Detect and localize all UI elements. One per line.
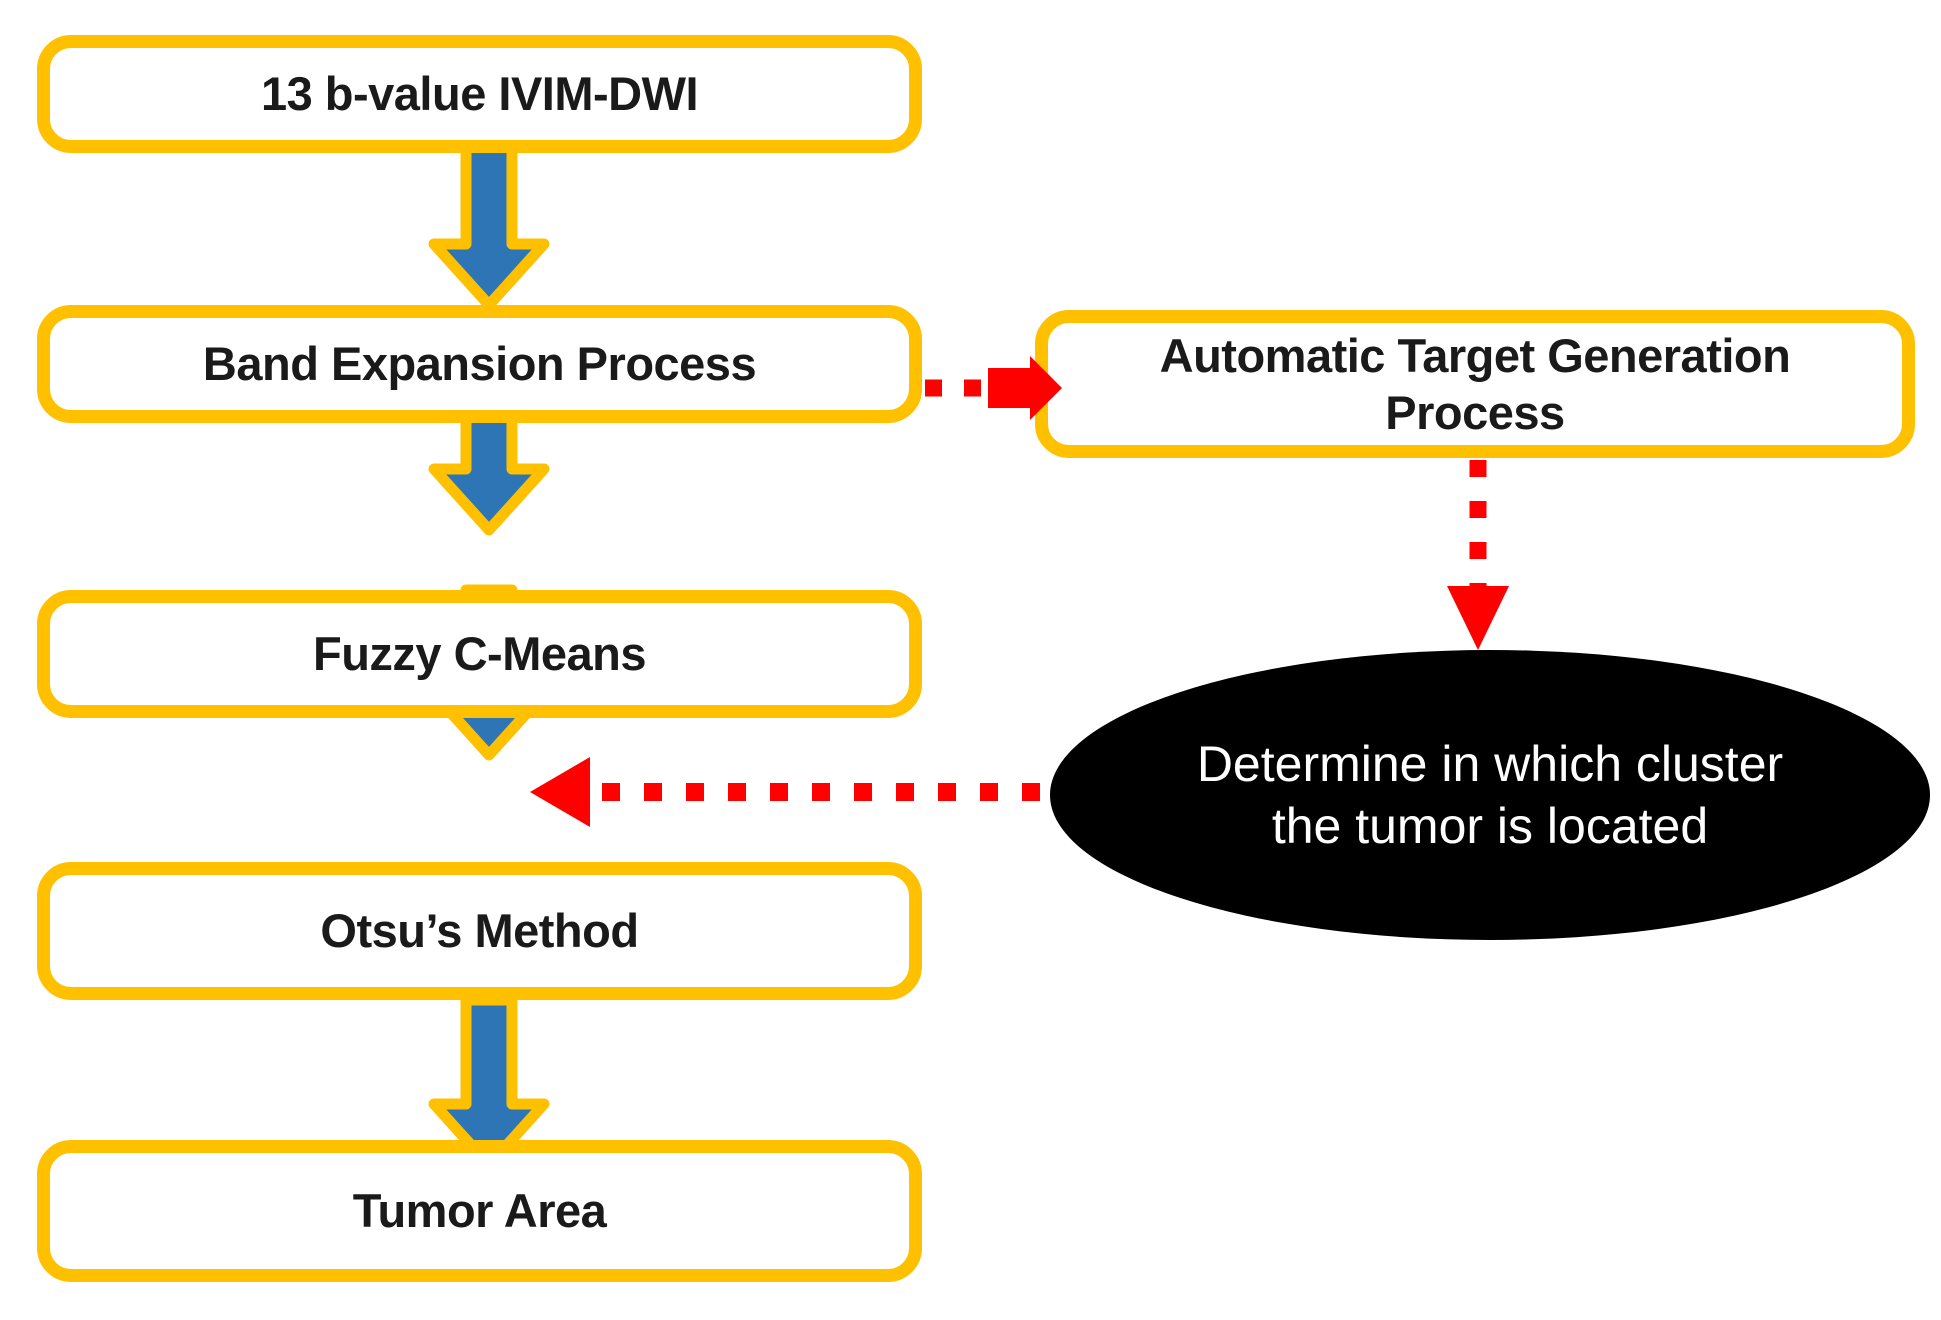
node-input-ivim-dwi-label: 13 b-value IVIM-DWI: [260, 67, 699, 121]
node-fuzzy-c-means-label: Fuzzy C-Means: [313, 627, 647, 681]
node-tumor-area-label: Tumor Area: [352, 1184, 607, 1238]
node-automatic-target-generation-process[interactable]: Automatic Target Generation Process: [1035, 310, 1915, 458]
arrow-input-to-bep: [428, 134, 550, 311]
node-otsus-method[interactable]: Otsu’s Method: [37, 862, 922, 1000]
node-fuzzy-c-means[interactable]: Fuzzy C-Means: [37, 590, 922, 718]
node-band-expansion-process[interactable]: Band Expansion Process: [37, 305, 922, 423]
node-determine-cluster[interactable]: Determine in which cluster the tumor is …: [1050, 650, 1930, 940]
node-band-expansion-process-label: Band Expansion Process: [202, 337, 757, 391]
node-otsus-method-label: Otsu’s Method: [320, 904, 639, 958]
dotted-arrow-cluster-to-fcm: [530, 757, 1050, 827]
node-tumor-area[interactable]: Tumor Area: [37, 1140, 922, 1282]
node-automatic-target-generation-process-label: Automatic Target Generation Process: [1159, 328, 1791, 439]
dotted-arrow-atgp-to-cluster: [1447, 460, 1509, 650]
node-determine-cluster-label: Determine in which cluster the tumor is …: [1196, 735, 1784, 855]
node-input-ivim-dwi[interactable]: 13 b-value IVIM-DWI: [37, 35, 922, 153]
